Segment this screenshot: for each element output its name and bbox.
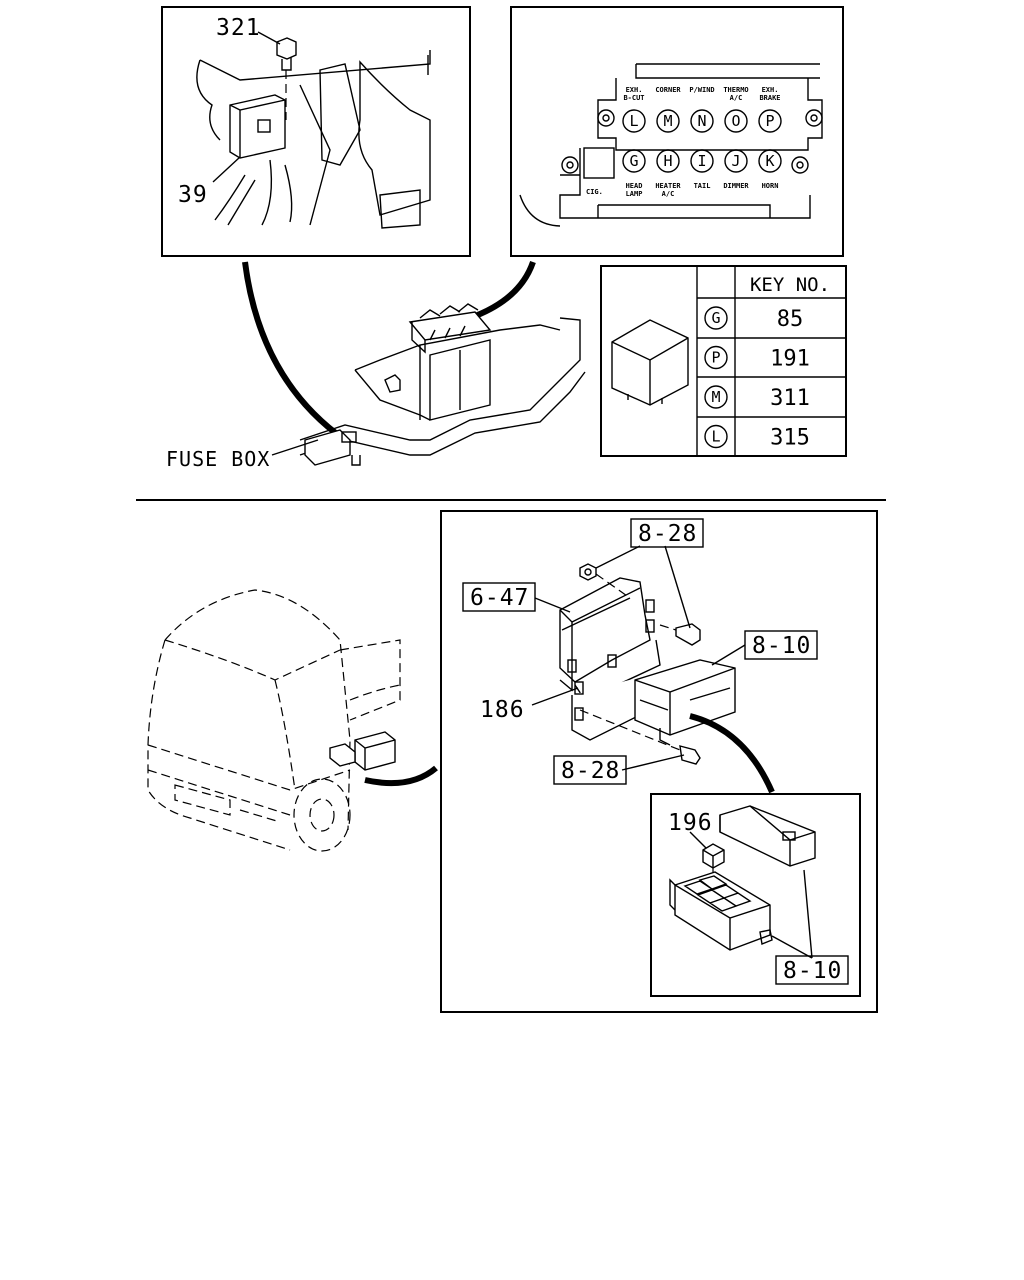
callout-box-8-10-lower <box>775 955 849 985</box>
fuse-label-cig: CIG. <box>586 188 603 196</box>
fuse-label-k: HORN <box>762 182 779 190</box>
overview-cab-fuse-box <box>242 260 586 466</box>
fuse-letter-p: P <box>765 112 774 130</box>
fuse-slot-k <box>758 149 782 173</box>
fuse-letter-o: O <box>731 112 740 130</box>
detail-bracket-assembly <box>440 510 878 1013</box>
fuse-slot-p <box>758 109 782 133</box>
callout-8-28-upper: 8-28 <box>638 521 697 547</box>
fuse-box-label: FUSE BOX <box>166 447 270 471</box>
fuse-sublabel-h: A/C <box>662 190 675 198</box>
fuse-letter-j: J <box>731 152 740 170</box>
fuse-slot-g <box>622 149 646 173</box>
fuse-sublabel-l: B-CUT <box>623 94 644 102</box>
key-table <box>600 265 847 457</box>
callout-39: 39 <box>178 182 208 208</box>
fuse-sublabel-g: LAMP <box>626 190 643 198</box>
fuse-sublabel-p: BRAKE <box>759 94 780 102</box>
key-row-letter: G <box>711 309 720 327</box>
fuse-letter-h: H <box>663 152 672 170</box>
key-row-symbol-l <box>704 424 728 449</box>
fuse-letter-n: N <box>697 112 706 130</box>
fuse-label-o: THERMO <box>723 86 748 94</box>
key-row-symbol-g <box>704 306 728 330</box>
detail-relay-mount <box>161 6 471 257</box>
key-row-symbol-p <box>704 345 728 370</box>
fuse-slot-n <box>690 109 714 133</box>
fuse-letter-m: M <box>663 112 672 130</box>
callout-box-8-10-upper <box>744 630 818 660</box>
key-row-letter: L <box>711 428 720 446</box>
callout-box-8-28-upper <box>630 518 704 548</box>
fuse-label-g: HEAD <box>626 182 643 190</box>
key-table-header: KEY NO. <box>750 274 830 296</box>
fuse-slot-l <box>622 109 646 133</box>
key-row-letter: P <box>711 349 720 367</box>
fuse-slot-i <box>690 149 714 173</box>
key-row-letter: M <box>711 388 720 406</box>
callout-8-10-upper: 8-10 <box>752 633 811 659</box>
key-row-value: 311 <box>770 386 810 411</box>
relay-cube-icon <box>611 319 689 406</box>
key-row-value: 315 <box>770 426 810 451</box>
fuse-letter-i: I <box>697 152 706 170</box>
fuse-label-j: DIMMER <box>723 182 749 190</box>
callout-321: 321 <box>216 15 261 41</box>
truck-cab-illustration <box>147 589 438 852</box>
key-row-symbol-m <box>704 385 728 409</box>
fuse-label-n: P/WIND <box>689 86 714 94</box>
detail-fuse-panel <box>510 6 844 257</box>
callout-box-8-28-lower <box>553 755 627 785</box>
callout-8-28-lower: 8-28 <box>561 758 620 784</box>
fuse-label-m: CORNER <box>655 86 681 94</box>
detail-fuse-box-open <box>650 793 861 997</box>
fuse-slot-o <box>724 109 748 133</box>
fuse-letter-g: G <box>629 152 638 170</box>
key-row-value: 191 <box>770 347 810 372</box>
callout-186: 186 <box>480 697 525 723</box>
fuse-letter-k: K <box>765 152 774 170</box>
fuse-top-row: LEXH.B-CUTMCORNERNP/WINDOTHERMOA/CPEXH.B… <box>622 86 782 133</box>
fuse-label-p: EXH. <box>762 86 779 94</box>
fuse-label-h: HEATER <box>655 182 681 190</box>
callout-8-10-lower: 8-10 <box>783 958 842 984</box>
fuse-label-i: TAIL <box>694 182 711 190</box>
callout-box-6-47 <box>462 582 536 612</box>
callout-6-47: 6-47 <box>470 585 529 611</box>
fuse-slot-j <box>724 149 748 173</box>
fuse-slot-m <box>656 109 680 133</box>
fuse-letter-l: L <box>629 112 638 130</box>
key-row-value: 85 <box>777 307 804 332</box>
fuse-label-l: EXH. <box>626 86 643 94</box>
callout-196: 196 <box>668 810 713 836</box>
fuse-sublabel-o: A/C <box>730 94 743 102</box>
fuse-slot-h <box>656 149 680 173</box>
